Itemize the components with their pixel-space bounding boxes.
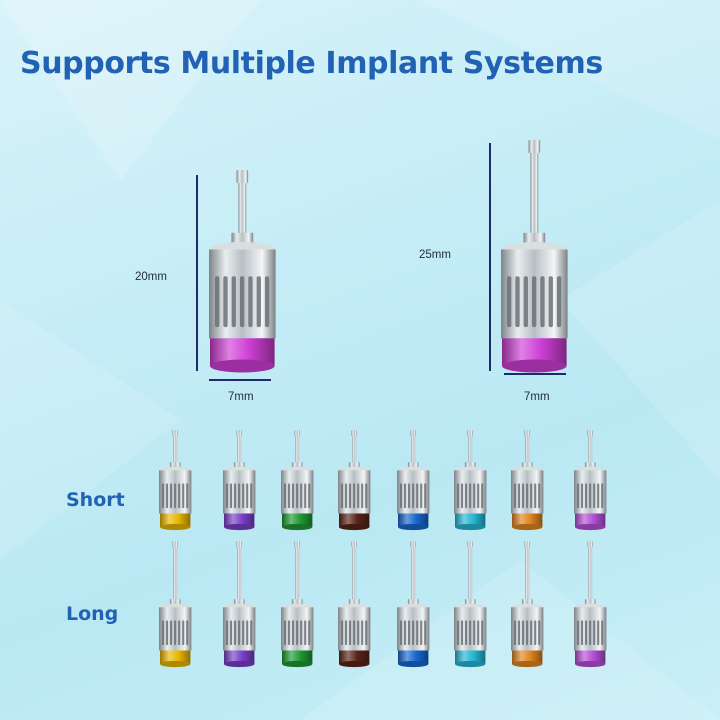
long-driver-4 xyxy=(337,541,371,668)
short-driver-7 xyxy=(510,430,544,531)
height-label-long: 25mm xyxy=(419,249,451,261)
long-driver-3 xyxy=(280,541,314,668)
long-driver-5 xyxy=(396,541,430,668)
long-driver-8 xyxy=(573,541,607,668)
height-line-long xyxy=(489,143,491,371)
short-driver-1 xyxy=(158,430,192,531)
width-line-long xyxy=(504,373,566,375)
height-line-short xyxy=(196,175,198,371)
short-driver-8 xyxy=(573,430,607,531)
row-label-long: Long xyxy=(66,603,119,625)
long-driver-7 xyxy=(510,541,544,668)
short-driver-2 xyxy=(222,430,256,531)
long-driver-2 xyxy=(222,541,256,668)
row-label-short: Short xyxy=(66,489,125,511)
featured-driver-short xyxy=(208,170,276,373)
long-driver-6 xyxy=(453,541,487,668)
short-driver-5 xyxy=(396,430,430,531)
featured-driver-long xyxy=(500,140,568,373)
page-title: Supports Multiple Implant Systems xyxy=(20,46,603,81)
width-label-long: 7mm xyxy=(524,391,550,403)
width-label-short: 7mm xyxy=(228,391,254,403)
long-driver-1 xyxy=(158,541,192,668)
short-driver-6 xyxy=(453,430,487,531)
short-driver-3 xyxy=(280,430,314,531)
height-label-short: 20mm xyxy=(135,271,167,283)
short-driver-4 xyxy=(337,430,371,531)
width-line-short xyxy=(209,379,271,381)
